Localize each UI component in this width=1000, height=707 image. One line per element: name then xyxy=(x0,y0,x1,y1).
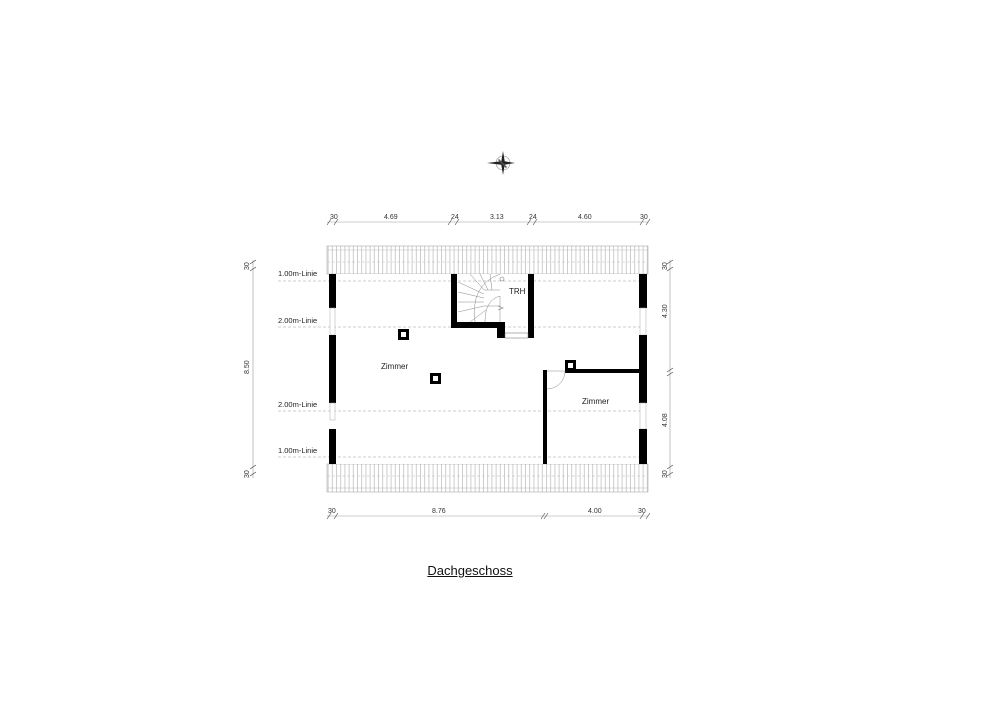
chimney-2 xyxy=(430,373,441,384)
left-window-top xyxy=(329,307,336,336)
room-label-main: Zimmer xyxy=(381,362,408,371)
door-swing xyxy=(546,370,566,390)
height-line-label-bottom-1m: 1.00m-Linie xyxy=(278,446,317,455)
dim-top-1: 4.69 xyxy=(384,214,398,221)
dim-left-0: 30 xyxy=(244,262,251,270)
right-window-top xyxy=(639,307,647,336)
dim-left-1: 8.50 xyxy=(244,360,251,374)
right-dimension-line: 30 4.30 4.08 30 xyxy=(662,259,674,478)
dim-top-0: 30 xyxy=(330,214,338,221)
dim-left-2: 30 xyxy=(244,470,251,478)
left-gable-wall xyxy=(329,274,336,464)
dim-top-4: 24 xyxy=(529,214,537,221)
dim-right-2: 4.08 xyxy=(662,413,669,427)
left-dimension-line: 30 8.50 30 xyxy=(244,259,257,478)
dim-bottom-0: 30 xyxy=(328,508,336,515)
roof-rafters-top xyxy=(326,245,649,275)
roof-rafters-bottom xyxy=(326,463,649,493)
dim-top-6: 30 xyxy=(640,214,648,221)
dim-bottom-3: 30 xyxy=(638,508,646,515)
height-line-label-top-1m: 1.00m-Linie xyxy=(278,269,317,278)
chimney-3 xyxy=(565,360,576,371)
compass-rose-icon xyxy=(487,151,515,175)
partition-walls xyxy=(543,369,639,464)
dim-bottom-2: 4.00 xyxy=(588,508,602,515)
dim-right-3: 30 xyxy=(662,470,669,478)
room-label-stairwell: TRH xyxy=(509,287,526,296)
left-window-bottom xyxy=(329,402,336,421)
dim-top-3: 3.13 xyxy=(490,214,504,221)
room-label-small: Zimmer xyxy=(582,397,609,406)
stairwell xyxy=(451,273,534,339)
dim-right-1: 4.30 xyxy=(662,304,669,318)
dim-top-2: 24 xyxy=(451,214,459,221)
height-line-label-bottom-2m: 2.00m-Linie xyxy=(278,400,317,409)
drawing-title: Dachgeschoss xyxy=(427,563,513,578)
dim-right-0: 30 xyxy=(662,262,669,270)
right-gable-wall xyxy=(639,274,647,464)
dim-bottom-1: 8.76 xyxy=(432,508,446,515)
chimney-1 xyxy=(398,329,409,340)
right-window-bottom xyxy=(639,402,647,430)
bottom-dimension-line: 30 8.76 4.00 30 xyxy=(326,508,651,520)
top-dimension-line: 30 4.69 24 3.13 24 4.60 30 xyxy=(326,214,651,226)
dim-top-5: 4.60 xyxy=(578,214,592,221)
height-line-label-top-2m: 2.00m-Linie xyxy=(278,316,317,325)
